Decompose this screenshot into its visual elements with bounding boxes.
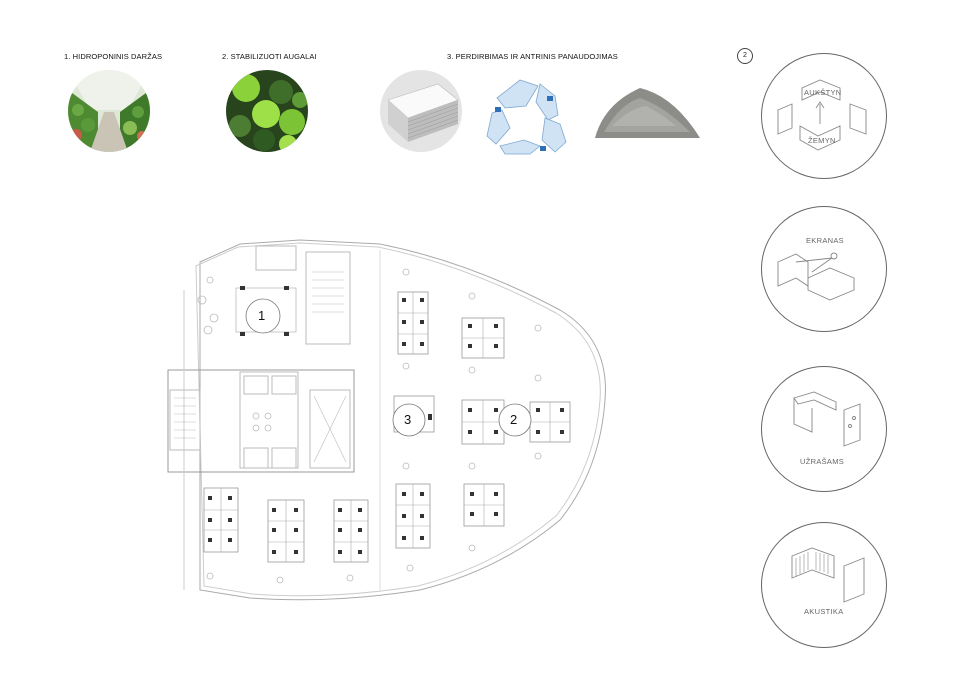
hydroponic-garden-photo	[68, 70, 150, 152]
panel-notes-circle	[761, 366, 887, 492]
heading-recycling: 3. PERDIRBIMAS IR ANTRINIS PANAUDOJIMAS	[447, 52, 618, 61]
paper-stack-photo	[380, 70, 462, 152]
heading-hydroponic-garden: 1. HIDROPONINIS DARŽAS	[64, 52, 163, 61]
label-down: ŽEMYN	[808, 136, 836, 145]
label-acoustic: AKUSTIKA	[804, 607, 844, 616]
label-screen: EKRANAS	[806, 236, 844, 245]
plan-marker-3: 3	[404, 412, 412, 427]
plan-marker-1: 1	[258, 308, 266, 323]
plan-marker-2: 2	[510, 412, 518, 427]
panel-up-down-circle	[761, 53, 887, 179]
panel-screen-circle	[761, 206, 887, 332]
stabilized-plants-photo	[226, 70, 308, 152]
label-notes: UŽRAŠAMS	[800, 457, 845, 466]
label-up: AUKŠTYN	[804, 88, 842, 97]
heading-stabilized-plants: 2. STABILIZUOTI AUGALAI	[222, 52, 317, 61]
page-number-badge: 2	[737, 48, 753, 64]
panel-acoustic-circle	[761, 522, 887, 648]
